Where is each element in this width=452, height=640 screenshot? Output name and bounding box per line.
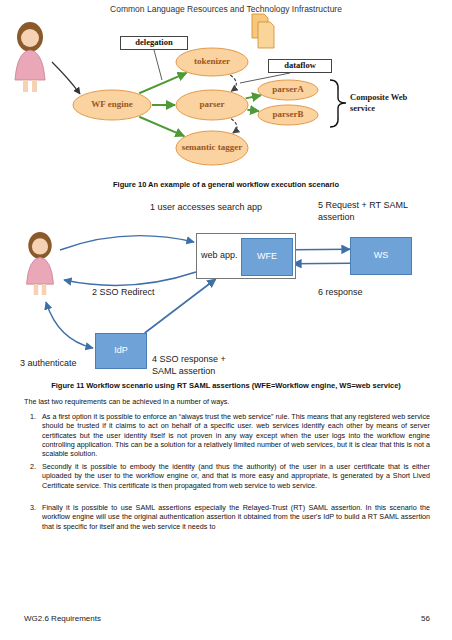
flow-connector: [293, 248, 350, 250]
list-number: 3.: [30, 503, 42, 512]
flow-arrow: [64, 272, 196, 285]
brace: [330, 80, 346, 127]
ellipse-shape: [176, 48, 248, 76]
flow-connector: [231, 119, 237, 133]
leg: [34, 284, 39, 295]
note-box: delegation: [120, 36, 188, 50]
service-ellipse: parserA: [257, 79, 319, 101]
service-ellipse: parserB: [257, 104, 319, 126]
flow-arrow: [60, 236, 194, 250]
flow-arrow: [46, 302, 93, 348]
flow-connector: [139, 73, 186, 93]
list-number: 2.: [30, 462, 42, 471]
service-ellipse: tokenizer: [175, 47, 249, 77]
page-number: 56: [380, 614, 430, 624]
leg: [42, 284, 47, 295]
engine-ellipse: WF engine: [72, 89, 152, 121]
step-label: 3 authenticate: [20, 358, 90, 370]
step-label: 4 SSO response + SAML assertion: [152, 354, 244, 377]
node-label: WFE: [257, 252, 277, 262]
node-label: tokenizer: [194, 57, 230, 67]
flow-connector: [145, 279, 216, 333]
ellipse-shape: [258, 105, 318, 125]
step-label: 6 response: [318, 287, 398, 299]
service-ellipse: semantic tagger: [175, 130, 249, 166]
body-text: The last two requirements can be achieve…: [24, 397, 434, 406]
step-label: 1 user accesses search app: [150, 202, 320, 214]
list-item: As a first option it is possible to enfo…: [42, 412, 430, 459]
idp-box: IdP: [95, 333, 147, 369]
leader-line: [154, 50, 162, 80]
face: [21, 29, 39, 47]
node-label: WF engine: [91, 100, 132, 110]
node-label: semantic tagger: [182, 143, 243, 153]
node-label: IdP: [114, 346, 128, 356]
document-icon: [258, 22, 274, 48]
node-label: delegation: [135, 38, 172, 47]
figure-caption: Figure 10 An example of a general workfl…: [0, 180, 452, 190]
ellipse-shape: [176, 131, 248, 165]
flow-connector: [230, 75, 236, 91]
dress: [27, 257, 54, 284]
flow-connector: [139, 117, 184, 136]
user-figure: [27, 232, 54, 295]
dress: [15, 50, 45, 80]
list-item: Finally it is possible to use SAML asser…: [42, 503, 430, 531]
step-label: 5 Request + RT SAML assertion: [318, 200, 428, 223]
node-label: parserB: [273, 110, 304, 120]
note-box: dataflow: [268, 59, 332, 73]
list-number: 1.: [30, 412, 42, 421]
ellipse-shape: [176, 90, 248, 120]
face: [32, 238, 48, 254]
running-header: Common Language Resources and Technology…: [0, 4, 452, 15]
node-label: parser: [200, 100, 225, 110]
service-box: WS: [350, 237, 412, 275]
ellipse-shape: [258, 80, 318, 100]
footer-text: WG2.6 Requirements: [24, 614, 224, 624]
brace-note: Composite Web service: [350, 92, 430, 114]
leg: [32, 80, 37, 92]
step-label: 2 SSO Redirect: [92, 287, 182, 299]
node-label: parserA: [272, 85, 304, 95]
flow-connector: [246, 95, 261, 98]
leg: [23, 80, 28, 92]
user-figure: [15, 22, 45, 92]
hair: [28, 232, 51, 259]
ellipse-shape: [73, 90, 151, 120]
node-label: WS: [374, 251, 389, 261]
node-label: web app.: [201, 251, 239, 261]
flow-connector: [152, 104, 175, 106]
node-label: dataflow: [284, 61, 316, 70]
flow-connector: [247, 110, 259, 112]
hair: [17, 22, 43, 52]
service-ellipse: parser: [175, 89, 249, 121]
figure-caption: Figure 11 Workflow scenario using RT SAM…: [0, 381, 452, 391]
flow-connector: [293, 262, 350, 264]
engine-box: WFE: [241, 238, 293, 276]
list-item: Secondly it is possible to embody the id…: [42, 462, 430, 490]
app-frame: web app. WFE: [196, 233, 296, 279]
delegation-arrow: [52, 62, 80, 94]
